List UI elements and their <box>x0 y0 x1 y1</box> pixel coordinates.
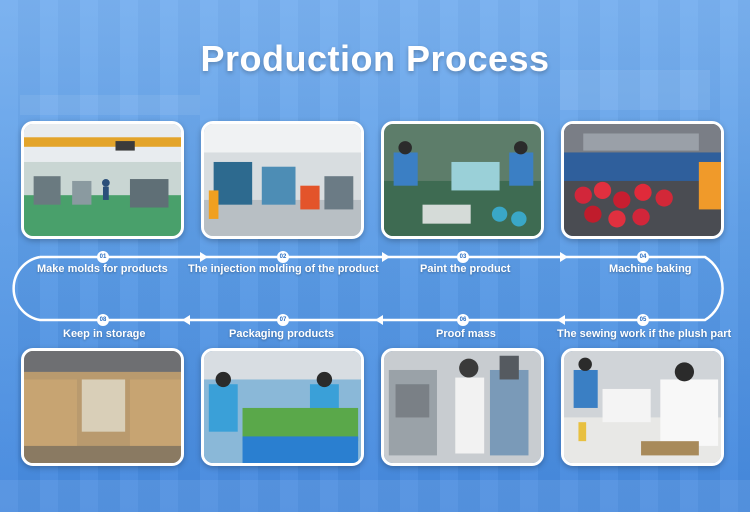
step-number-05: 05 <box>637 314 649 326</box>
step-number-06: 06 <box>457 314 469 326</box>
flow-arrow-left-2 <box>375 315 383 325</box>
photo-storage-warehouse <box>21 348 184 466</box>
background-floor <box>0 480 750 512</box>
background-machine <box>560 70 710 110</box>
background-beam <box>20 95 200 115</box>
step-label-04: Machine baking <box>609 263 692 275</box>
step-label-05: The sewing work if the plush part <box>557 328 732 340</box>
step-number-08: 08 <box>97 314 109 326</box>
photo-sewing <box>561 348 724 466</box>
step-label-01: Make molds for products <box>37 263 168 275</box>
flow-arrow-right-3 <box>560 252 568 262</box>
step-number-07: 07 <box>277 314 289 326</box>
step-number-01: 01 <box>97 251 109 263</box>
step-label-07: Packaging products <box>229 328 335 340</box>
photo-mold-workshop <box>21 121 184 239</box>
step-number-02: 02 <box>277 251 289 263</box>
step-number-03: 03 <box>457 251 469 263</box>
photo-proof-testing <box>381 348 544 466</box>
step-label-03: Paint the product <box>420 263 511 275</box>
flow-arrow-left-1 <box>557 315 565 325</box>
step-label-08: Keep in storage <box>63 328 146 340</box>
photo-injection-molding <box>201 121 364 239</box>
photo-packaging <box>201 348 364 466</box>
flow-loop <box>12 255 724 322</box>
flow-arrow-right-1 <box>200 252 208 262</box>
step-label-02: The injection molding of the product <box>188 263 379 275</box>
photo-painting <box>381 121 544 239</box>
flow-arrow-left-3 <box>182 315 190 325</box>
page-title: Production Process <box>200 38 550 79</box>
flow-arrow-right-2 <box>382 252 390 262</box>
step-label-06: Proof mass <box>436 328 496 340</box>
photo-machine-baking <box>561 121 724 239</box>
step-number-04: 04 <box>637 251 649 263</box>
